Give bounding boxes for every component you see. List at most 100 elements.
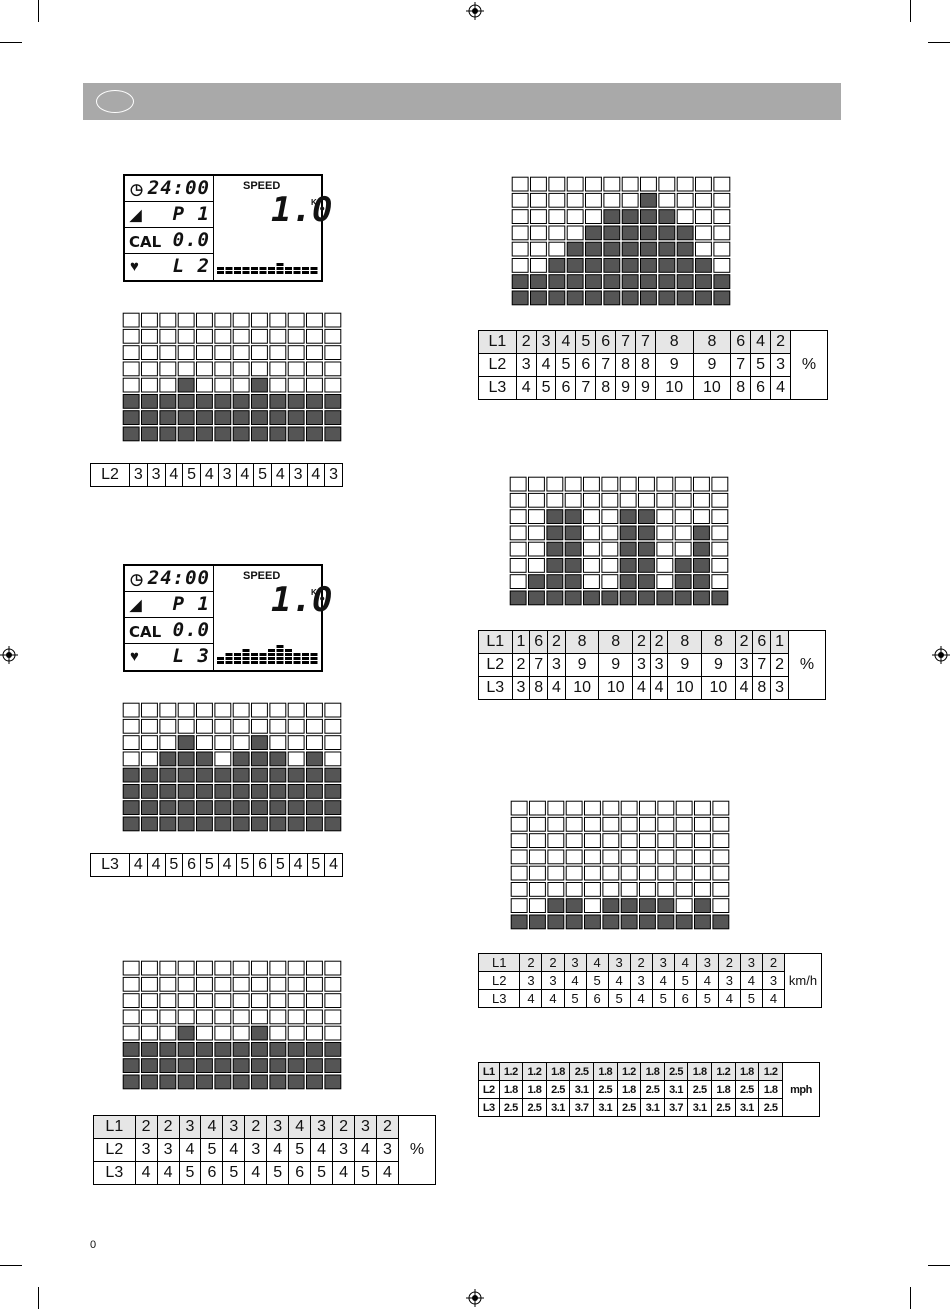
table-cell: 3 [535,330,557,354]
table-cell: 1 [511,630,531,654]
lcd-cal: 0.0 [172,619,210,641]
grid-cell-filled [232,784,250,799]
grid-cell-filled [287,816,305,832]
grid-cell-empty [584,833,601,849]
grid-cell-filled [619,541,637,557]
grid-cell-filled [122,1058,140,1073]
table-cell: 5 [288,1138,312,1162]
grid-cell-empty [214,960,232,976]
lcd-bar-segment [242,661,250,664]
table-cell: 3 [547,653,566,677]
crop-mark [910,0,911,22]
crop-mark [910,1287,911,1309]
table-cell: 5 [164,853,184,877]
grid-cell-empty [177,702,195,718]
grid-cell-filled [159,1042,177,1057]
table-cell: 7 [615,330,636,354]
grid-cell-filled [621,290,639,306]
grid-cell-empty [712,816,730,832]
grid-cell-empty [269,312,287,328]
table-cell: 4 [217,853,237,877]
table-cell: 9 [654,353,694,377]
grid-cell-filled [232,410,250,425]
lcd-level-bars [217,263,318,274]
grid-cell-empty [287,735,305,751]
grid-cell-filled [656,590,674,606]
lcd-bar-segment [302,653,309,656]
grid-cell-filled [177,1025,195,1041]
table-cell: 3 [541,971,565,990]
lcd-bar-segment [217,661,224,664]
table-cell: 1.2 [522,1062,547,1081]
table-cell: 1.8 [616,1080,642,1099]
grid-cell-filled [141,800,158,815]
grid-cell-empty [324,718,342,734]
grid-cell-empty [324,751,342,767]
table-cell: 1.8 [710,1080,736,1099]
grid-cell-empty [214,312,232,328]
grid-cell-empty [547,800,565,816]
grid-cell-filled [566,258,584,273]
table-cell: 3 [632,653,651,677]
speed-value: 1.0 [271,580,333,620]
grid-cell-filled [177,816,195,832]
grid-cell-filled [564,525,582,541]
table-cell: 5 [200,1138,224,1162]
profile-grid [122,312,342,442]
grid-cell-empty [656,558,674,573]
grid-cell-empty [196,993,213,1009]
grid-cell-filled [122,767,140,783]
grid-cell-empty [564,492,582,508]
grid-cell-filled [566,274,584,289]
table-cell: 3 [734,653,754,677]
grid-cell-filled [675,914,693,930]
table-cell: 3 [244,1138,268,1162]
grid-cell-filled [251,767,268,783]
lcd-bar-segment [225,267,233,270]
registration-mark-icon [932,646,950,664]
grid-cell-filled [695,290,712,306]
grid-cell-filled [546,509,564,525]
table-cell: 1.2 [498,1062,524,1081]
row-label: L1 [478,1062,500,1081]
grid-cell-empty [713,225,731,241]
table-cell: 3 [217,463,237,487]
table-cell: 4 [178,1138,202,1162]
grid-cell-filled [585,258,602,273]
grid-cell-filled [177,784,195,799]
table-cell: 5 [673,971,697,990]
table-cell: 3 [375,1138,400,1162]
grid-cell-empty [122,1025,140,1041]
grid-cell-empty [675,898,693,913]
grid-cell-empty [546,476,564,492]
grid-cell-empty [159,960,177,976]
grid-cell-filled [269,1042,287,1057]
grid-cell-filled [159,1074,177,1090]
grid-cell-filled [621,225,639,241]
grid-cell-empty [639,882,656,897]
grid-cell-empty [232,718,250,734]
grid-cell-empty [141,702,158,718]
grid-cell-empty [711,492,729,508]
grid-cell-filled [287,426,305,442]
lcd-bar-segment [293,657,301,660]
grid-cell-empty [620,833,638,849]
grid-cell-filled [251,1074,268,1090]
grid-cell-filled [603,209,621,225]
row-label: L2 [93,1138,136,1162]
grid-cell-empty [530,258,547,273]
grid-cell-filled [306,784,323,799]
table-cell: 6 [288,1161,312,1185]
lcd-bar-segment [234,267,241,270]
profile-grid [511,176,731,306]
grid-cell-empty [177,993,195,1009]
grid-cell-empty [269,702,287,718]
grid-cell-empty [583,525,600,541]
grid-cell-filled [676,258,694,273]
table-cell: 5 [222,1161,246,1185]
